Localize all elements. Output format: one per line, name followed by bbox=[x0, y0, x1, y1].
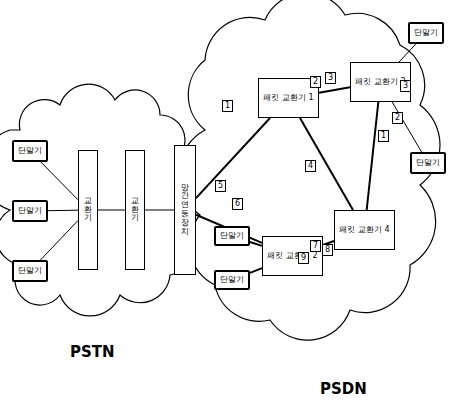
node-text: 망간연동장치 bbox=[181, 184, 189, 237]
packet-label: 3 bbox=[325, 72, 336, 84]
node-text: 단말기 bbox=[220, 276, 244, 285]
network-name: PSTN bbox=[70, 345, 115, 360]
terminal-box: 단말기 bbox=[12, 260, 48, 282]
switch-box: 교환기 bbox=[78, 150, 98, 270]
network-link bbox=[98, 210, 125, 211]
terminal-box: 단말기 bbox=[408, 22, 444, 44]
node-text: 교환기 bbox=[84, 197, 92, 223]
packet-label: 3 bbox=[400, 80, 411, 92]
packet-label: 9 bbox=[298, 252, 309, 264]
packet-label: 8 bbox=[322, 244, 333, 256]
network-link bbox=[41, 162, 78, 200]
network-link bbox=[40, 221, 78, 260]
network-link bbox=[392, 102, 421, 152]
network-link bbox=[319, 87, 350, 92]
packet-label: 4 bbox=[305, 160, 316, 172]
switch-box: 망간연동장치 bbox=[174, 145, 196, 275]
switch-box: 교환기 bbox=[125, 150, 145, 270]
network-link bbox=[250, 242, 262, 246]
node-text: 패킷 교환기 4 bbox=[339, 226, 389, 235]
packet-label: 2 bbox=[392, 112, 403, 124]
node-text: 단말기 bbox=[220, 232, 244, 241]
terminal-box: 단말기 bbox=[12, 200, 48, 222]
packet-label: 2 bbox=[310, 76, 321, 88]
switch-box: 패킷 교환기 4 bbox=[334, 210, 395, 250]
node-text: 패킷 교환기 2 bbox=[267, 252, 317, 261]
network-link bbox=[367, 102, 379, 210]
network-link bbox=[196, 118, 270, 198]
terminal-box: 단말기 bbox=[12, 140, 48, 162]
node-text: 교환기 bbox=[131, 197, 139, 223]
node-text: 단말기 bbox=[414, 29, 438, 38]
node-text: 단말기 bbox=[416, 159, 440, 168]
network-link bbox=[300, 118, 353, 210]
terminal-box: 단말기 bbox=[214, 270, 250, 290]
psdn-cloud bbox=[179, 0, 440, 340]
network-link bbox=[145, 210, 174, 211]
node-text: 패킷 교환기 3 bbox=[355, 78, 405, 87]
pstn-cloud bbox=[0, 84, 201, 316]
network-link bbox=[48, 210, 78, 212]
packet-label: 5 bbox=[215, 180, 226, 192]
terminal-box: 단말기 bbox=[410, 152, 446, 174]
node-text: 패킷 교환기 1 bbox=[263, 94, 313, 103]
packet-label: 1 bbox=[378, 130, 389, 142]
packet-label: 1 bbox=[222, 100, 233, 112]
node-text: 단말기 bbox=[18, 147, 42, 156]
network-name: PSDN bbox=[320, 382, 367, 397]
node-text: 단말기 bbox=[18, 267, 42, 276]
terminal-box: 단말기 bbox=[214, 226, 250, 246]
network-link bbox=[399, 44, 416, 62]
packet-label: 7 bbox=[310, 240, 321, 252]
network-link bbox=[250, 268, 262, 273]
packet-label: 6 bbox=[232, 198, 243, 210]
node-text: 단말기 bbox=[18, 207, 42, 216]
